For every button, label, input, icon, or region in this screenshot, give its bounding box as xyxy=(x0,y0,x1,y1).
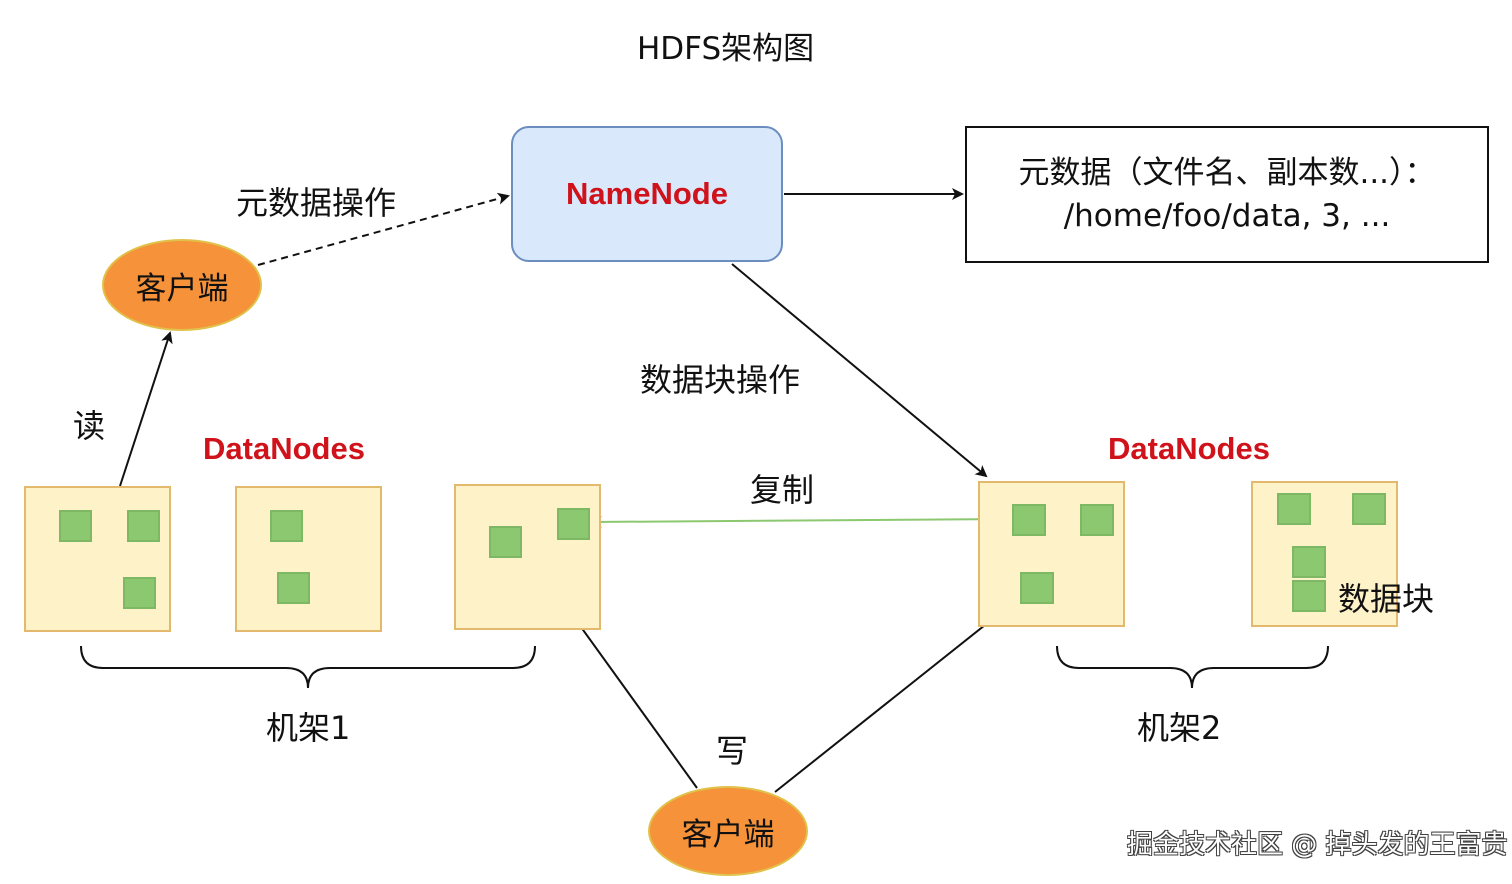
datanode-rack2-2 xyxy=(1251,481,1398,627)
metadata-ops-label: 元数据操作 xyxy=(236,184,397,222)
client-write-node: 客户端 xyxy=(648,786,808,876)
metadata-ops-arrow xyxy=(257,192,510,266)
metadata-line-1: 元数据（文件名、副本数...）： xyxy=(1018,154,1436,191)
rack2-brace xyxy=(1056,645,1329,689)
namenode-label: NameNode xyxy=(566,176,728,211)
client-read-node: 客户端 xyxy=(102,239,262,331)
write-label: 写 xyxy=(716,732,749,770)
diagram-title: HDFS架构图 xyxy=(637,31,815,67)
block-ops-label: 数据块操作 xyxy=(640,361,801,399)
rack1-brace xyxy=(80,645,536,689)
write-arrow-right xyxy=(774,596,1021,793)
datanode-rack1-1 xyxy=(24,486,171,632)
rack1-datanodes-title: DataNodes xyxy=(203,431,365,466)
data-block-label: 数据块 xyxy=(1338,580,1435,618)
rack1-label: 机架1 xyxy=(266,709,351,747)
replicate-label: 复制 xyxy=(750,471,815,509)
read-label: 读 xyxy=(73,407,106,445)
data-block xyxy=(557,508,590,540)
block-ops-arrow xyxy=(731,263,988,478)
replicate-arrow xyxy=(590,513,1012,528)
data-block xyxy=(1352,493,1386,525)
datanode-rack2-1 xyxy=(978,481,1125,627)
data-block xyxy=(1292,546,1326,578)
data-block xyxy=(1020,572,1054,604)
client-write-label: 客户端 xyxy=(681,816,775,853)
data-block xyxy=(1292,580,1326,612)
client-read-label: 客户端 xyxy=(135,270,229,307)
datanode-rack1-2 xyxy=(235,486,382,632)
data-block xyxy=(127,510,160,542)
data-block xyxy=(1080,504,1114,536)
rack2-datanodes-title: DataNodes xyxy=(1108,431,1270,466)
data-block xyxy=(277,572,310,604)
data-block xyxy=(270,510,303,542)
rack2-label: 机架2 xyxy=(1137,709,1222,747)
data-block xyxy=(59,510,92,542)
metadata-box: 元数据（文件名、副本数...）： /home/foo/data, 3, ... xyxy=(965,126,1489,263)
data-block xyxy=(1277,493,1311,525)
namenode-box: NameNode xyxy=(511,126,783,262)
metadata-line-2: /home/foo/data, 3, ... xyxy=(1063,197,1391,234)
data-block xyxy=(489,526,522,558)
data-block xyxy=(123,577,156,609)
data-block xyxy=(1012,504,1046,536)
datanode-rack1-3 xyxy=(454,484,601,630)
read-arrow xyxy=(119,331,173,487)
watermark: 掘金技术社区 @ 掉头发的王富贵 xyxy=(1127,830,1508,860)
